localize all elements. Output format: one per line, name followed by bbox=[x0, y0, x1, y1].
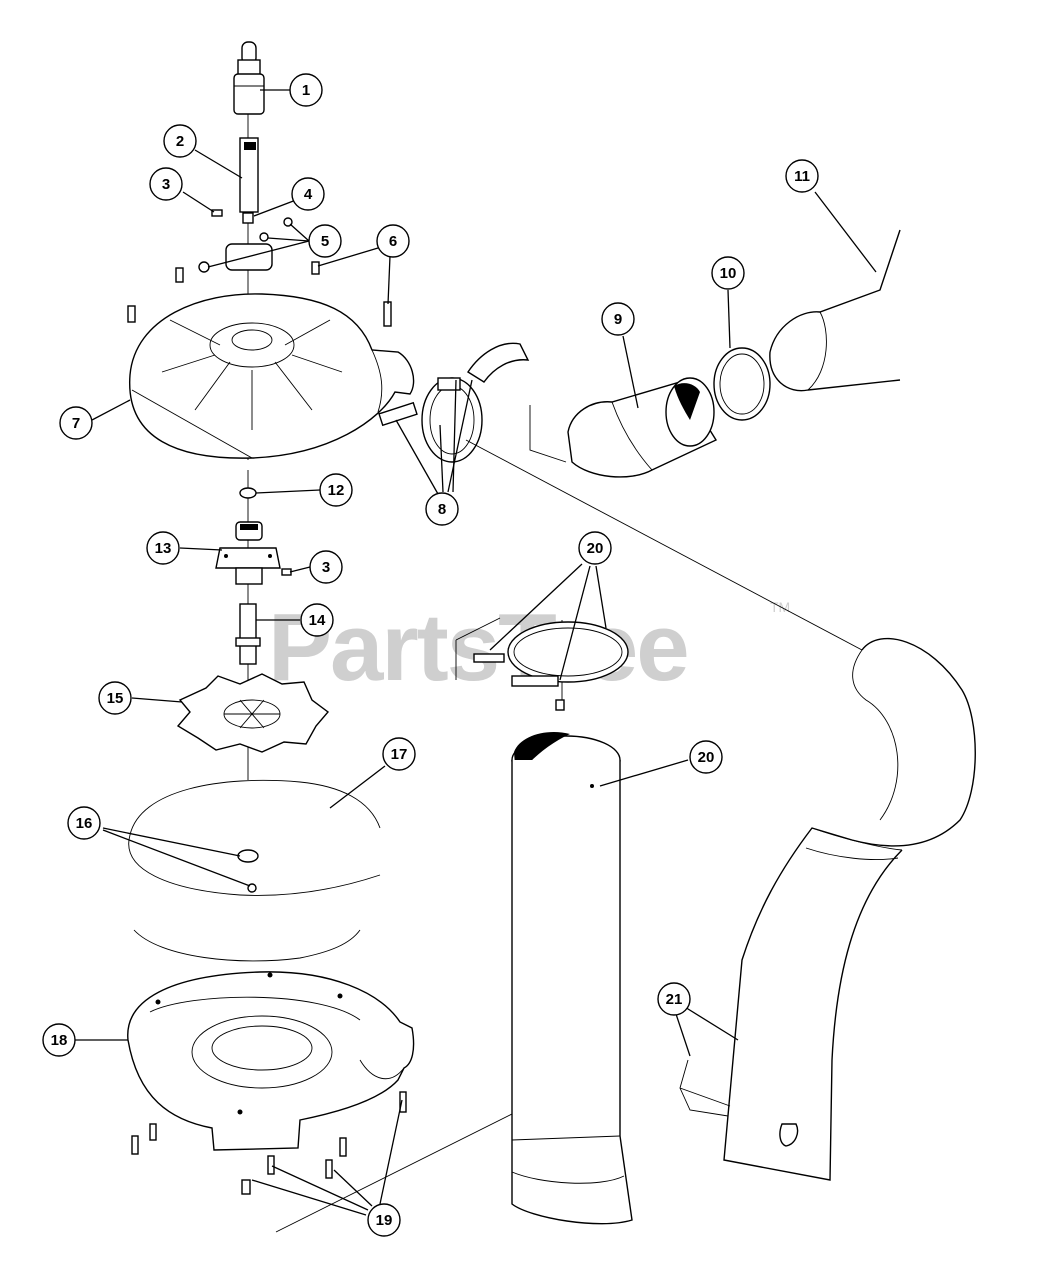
callout-3-upper: 3 bbox=[149, 167, 183, 201]
callout-20-tube: 20 bbox=[689, 740, 723, 774]
svg-text:13: 13 bbox=[155, 540, 172, 557]
part-20-tube bbox=[511, 732, 633, 1225]
part-21-chute bbox=[679, 637, 976, 1181]
svg-text:5: 5 bbox=[321, 233, 329, 250]
part-19-screws bbox=[131, 1091, 407, 1195]
svg-text:9: 9 bbox=[614, 311, 622, 328]
part-1-fitting bbox=[233, 41, 265, 115]
svg-text:17: 17 bbox=[391, 746, 408, 763]
svg-text:8: 8 bbox=[438, 501, 446, 518]
part-6-bolts bbox=[127, 261, 392, 327]
part-7-upper-housing bbox=[129, 293, 415, 459]
svg-text:6: 6 bbox=[389, 233, 397, 250]
callout-11: 11 bbox=[785, 159, 819, 193]
callout-2: 2 bbox=[163, 124, 197, 158]
callout-6: 6 bbox=[376, 224, 410, 258]
svg-text:4: 4 bbox=[304, 186, 313, 203]
svg-text:14: 14 bbox=[309, 612, 326, 629]
svg-text:21: 21 bbox=[666, 991, 683, 1008]
part-4-nut bbox=[242, 212, 254, 224]
callout-10: 10 bbox=[711, 256, 745, 290]
svg-text:3: 3 bbox=[162, 176, 170, 193]
assembly-line-tube-b bbox=[455, 617, 501, 641]
part-2-shaft bbox=[239, 137, 259, 213]
assembly-line-elbow bbox=[465, 439, 863, 651]
callout-16: 16 bbox=[67, 806, 101, 840]
callout-1: 1 bbox=[289, 73, 323, 107]
svg-text:12: 12 bbox=[328, 482, 345, 499]
svg-text:10: 10 bbox=[720, 265, 737, 282]
svg-text:18: 18 bbox=[51, 1032, 68, 1049]
callout-13: 13 bbox=[146, 531, 180, 565]
part-5-washers bbox=[198, 217, 293, 273]
callout-19: 19 bbox=[367, 1203, 401, 1237]
part-12-washer bbox=[239, 487, 257, 499]
callout-8: 8 bbox=[425, 492, 459, 526]
callout-3-lower: 3 bbox=[309, 550, 343, 584]
leader-lines bbox=[75, 89, 877, 1216]
svg-text:2: 2 bbox=[176, 133, 184, 150]
callout-17: 17 bbox=[382, 737, 416, 771]
part-10-ring bbox=[713, 347, 771, 421]
part-18-lower-housing bbox=[127, 971, 415, 1151]
callout-18: 18 bbox=[42, 1023, 76, 1057]
svg-text:20: 20 bbox=[698, 749, 715, 766]
callout-7: 7 bbox=[59, 406, 93, 440]
svg-text:3: 3 bbox=[322, 559, 330, 576]
svg-text:15: 15 bbox=[107, 690, 124, 707]
part-3-screw-upper bbox=[211, 209, 223, 217]
part-9-elbow bbox=[529, 377, 718, 478]
svg-text:1: 1 bbox=[302, 82, 310, 99]
callout-5: 5 bbox=[308, 224, 342, 258]
callout-4: 4 bbox=[291, 177, 325, 211]
callout-21: 21 bbox=[657, 982, 691, 1016]
svg-text:7: 7 bbox=[72, 415, 80, 432]
callout-9: 9 bbox=[601, 302, 635, 336]
part-8-clamp-ring bbox=[378, 342, 530, 463]
part-11-tube bbox=[769, 229, 901, 392]
part-3-screw-lower bbox=[281, 568, 292, 576]
part-14-spindle bbox=[235, 603, 261, 665]
part-15-impeller bbox=[176, 673, 330, 753]
callout-12: 12 bbox=[319, 473, 353, 507]
svg-text:16: 16 bbox=[76, 815, 93, 832]
svg-text:19: 19 bbox=[376, 1212, 393, 1229]
callout-20-band: 20 bbox=[578, 531, 612, 565]
svg-text:20: 20 bbox=[587, 540, 604, 557]
callout-14: 14 bbox=[300, 603, 334, 637]
assembly-line-bottom bbox=[275, 1109, 521, 1233]
callout-15: 15 bbox=[98, 681, 132, 715]
part-13-hub bbox=[215, 521, 281, 585]
part-17-plate bbox=[128, 779, 381, 962]
svg-text:11: 11 bbox=[794, 168, 810, 185]
